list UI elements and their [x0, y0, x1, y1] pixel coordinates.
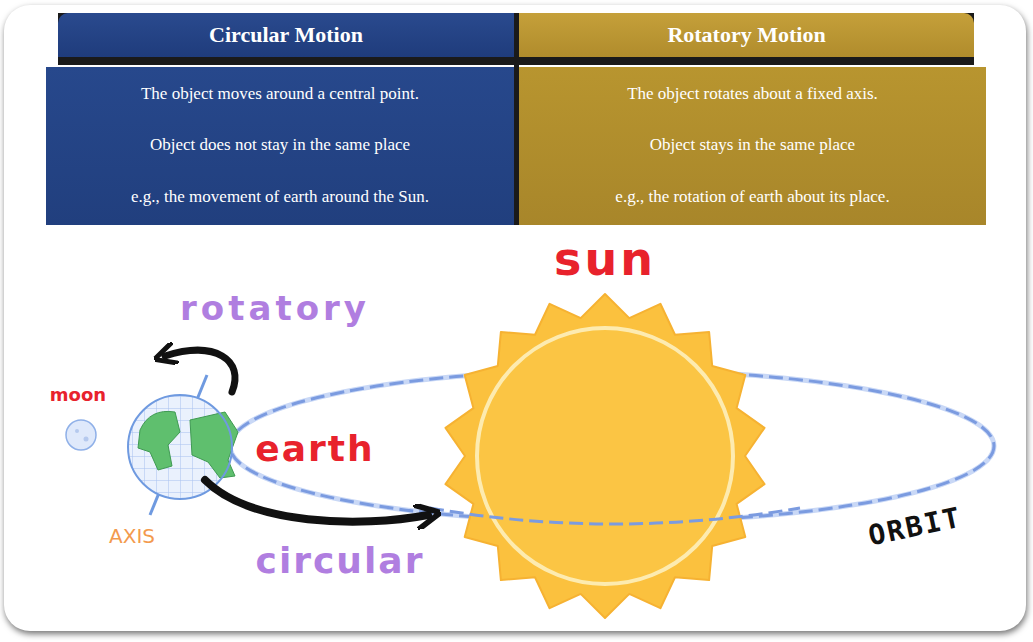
moon-body	[66, 420, 96, 450]
table-cell: Object stays in the same place	[519, 135, 986, 155]
moon-label: moon	[38, 384, 118, 405]
moon-crater	[84, 437, 89, 442]
earth-continent	[190, 412, 238, 478]
axis-label: AXIS	[92, 524, 172, 548]
orbit-front	[430, 508, 800, 524]
table-cell: The object rotates about a fixed axis.	[519, 84, 986, 104]
rotatory-label: rotatory	[170, 288, 380, 328]
earth-label: earth	[250, 428, 380, 469]
earth-outline	[128, 395, 232, 499]
earth-continent	[138, 411, 180, 470]
circular-label: circular	[240, 540, 440, 581]
table-header: Rotatory Motion	[519, 13, 974, 57]
sun-core	[477, 328, 733, 584]
sun-rays	[446, 294, 765, 618]
circular-arrow	[205, 480, 428, 522]
table-cell: Object does not stay in the same place	[46, 135, 514, 155]
table-cell: e.g., the rotation of earth about its pl…	[519, 187, 986, 207]
table-cell: The object moves around a central point.	[46, 84, 514, 104]
sun-label: sun	[530, 232, 680, 286]
table-cell: e.g., the movement of earth around the S…	[46, 187, 514, 207]
rotatory-arrow	[165, 350, 235, 392]
sun-body	[446, 294, 765, 618]
moon-crater	[75, 429, 79, 433]
table-header: Circular Motion	[58, 13, 514, 57]
